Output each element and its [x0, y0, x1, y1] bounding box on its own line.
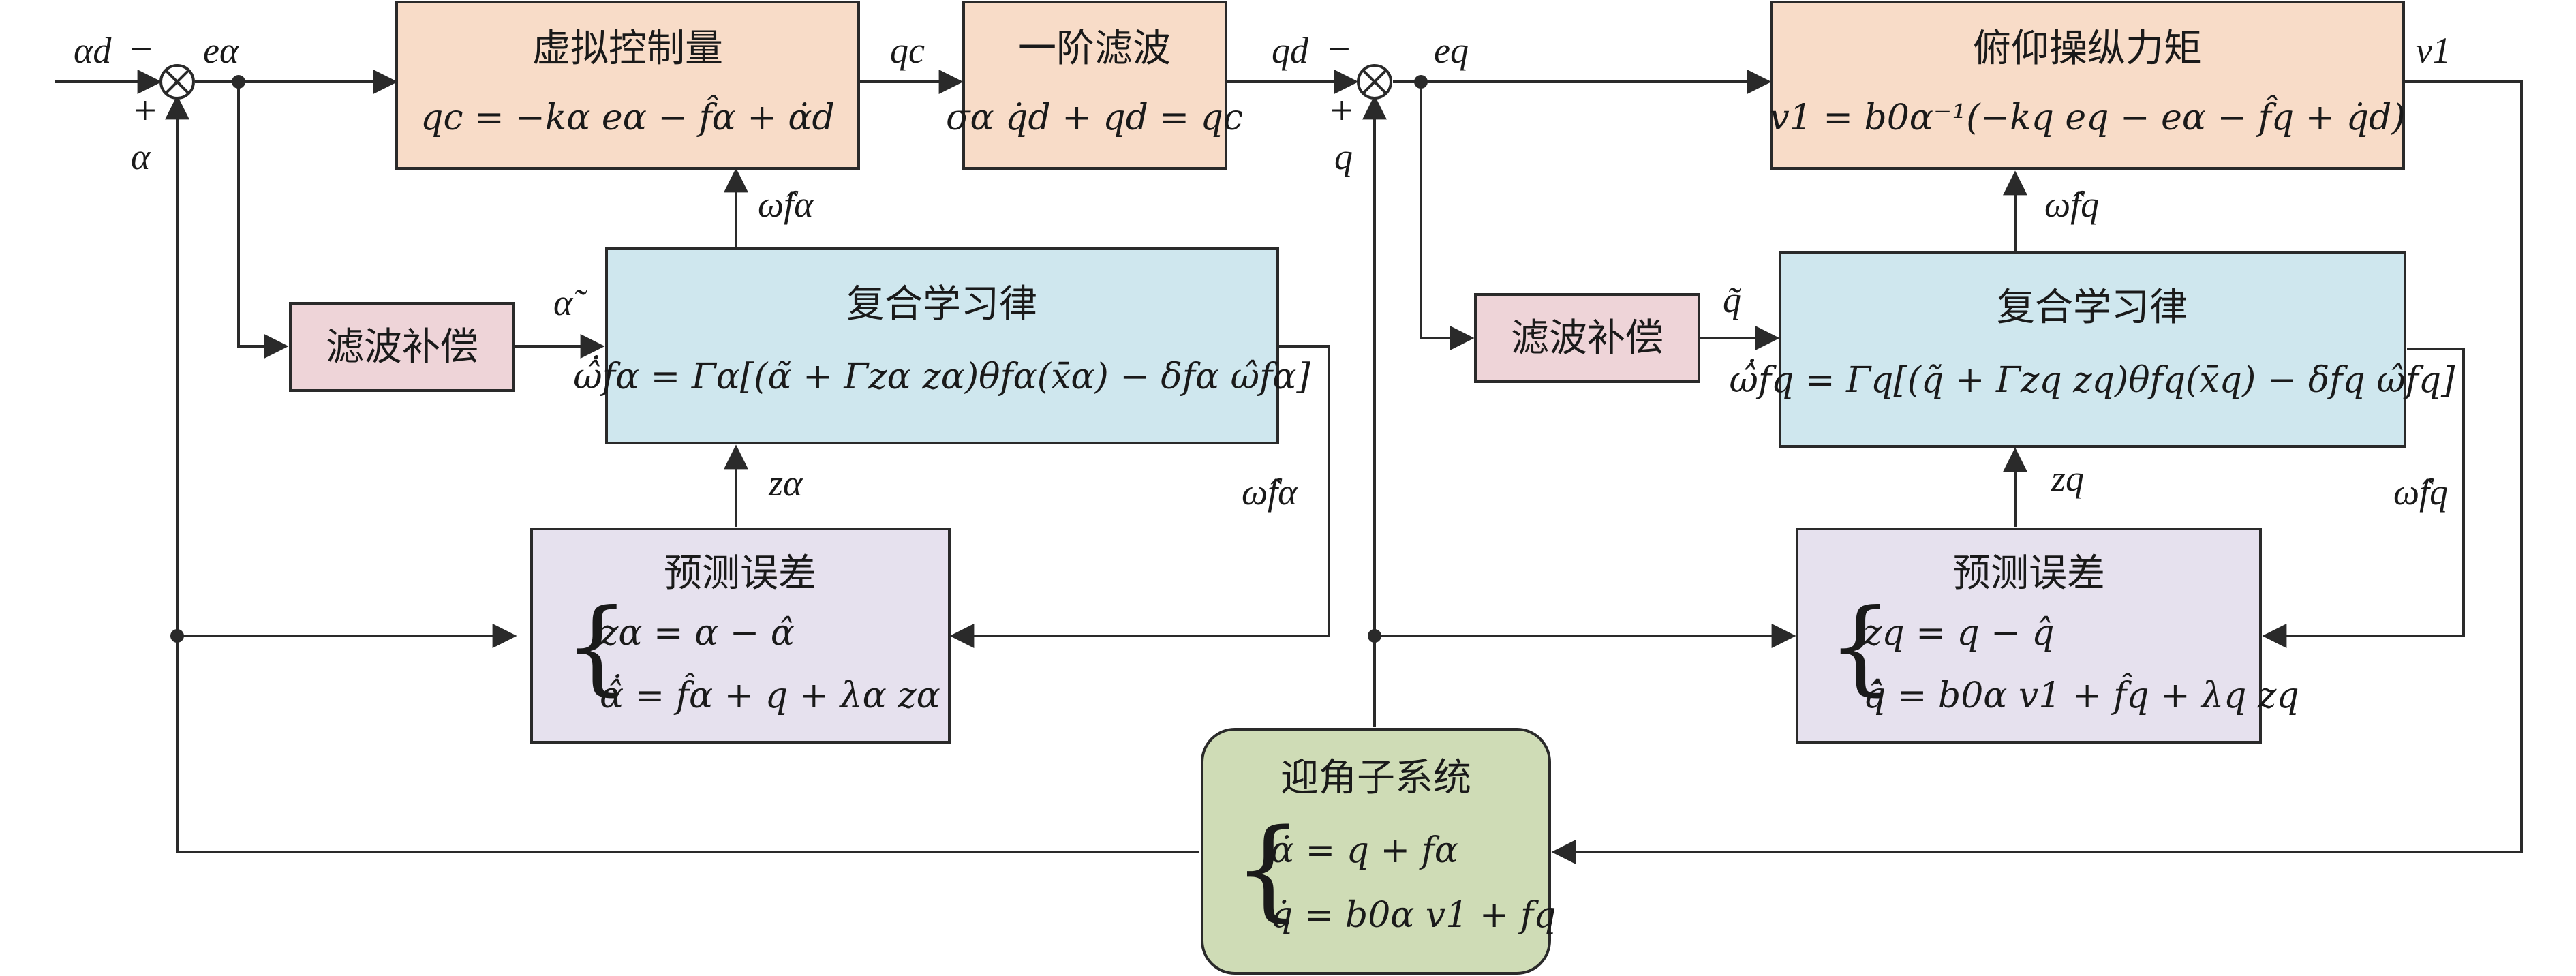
label-z-q: zq [2051, 458, 2084, 499]
summer-2 [1357, 64, 1392, 100]
predict-alpha-brace: { [564, 588, 629, 706]
line-v1 [1551, 80, 2523, 864]
line-omega-fa-loop [949, 345, 1330, 648]
junction-alpha [170, 629, 184, 643]
predict-alpha-title: 预测误差 [664, 551, 816, 596]
predict-alpha-eq1: zα = α − α̂ [599, 613, 795, 654]
predict-q-eq2: q̂̇ = b0α v1 + f̂q + λq zq [1863, 673, 2299, 716]
label-q: q [1334, 136, 1353, 177]
sign-minus-1: − [129, 27, 153, 72]
block-pitch-moment: 俯仰操纵力矩 v1 = b0α⁻¹(−kq eq − eα − f̂q + q̇… [1769, 1, 2406, 170]
block-aoa-subsystem: 迎角子系统 { α̇ = q + fα q̇ = b0α v1 + fq [1201, 728, 1557, 975]
junction-q [1368, 629, 1381, 643]
label-e-q: eq [1434, 30, 1469, 71]
label-z-alpha: zα [768, 463, 803, 504]
block-first-order-filter: 一阶滤波 σα q̇d + qd = qc [946, 1, 1243, 170]
block-learning-law-q: 复合学习律 ω̂̇fq = Γq[(q̃ + Γzq zq)θfq(x̄q) −… [1730, 251, 2456, 448]
predict-q-eq1: zq = q − q̂ [1862, 613, 2055, 654]
line-omega-fq-loop [2262, 348, 2465, 648]
aoa-brace: { [1233, 805, 1303, 932]
learning-alpha-equation: ω̂̇fα = Γα[(α̃ + Γzα zα)θfα(x̄α) − δfα ω… [573, 355, 1310, 397]
pitch-moment-title: 俯仰操纵力矩 [1973, 27, 2202, 71]
line-alpha-feedback [165, 95, 1199, 853]
predict-q-title: 预测误差 [1952, 551, 2105, 596]
learning-alpha-title: 复合学习律 [846, 282, 1037, 326]
first-order-title: 一阶滤波 [1018, 27, 1171, 71]
label-alpha: α [131, 136, 151, 177]
sign-plus-2: + [1330, 88, 1353, 133]
label-omega-fa-top: ω̂fα [758, 184, 814, 225]
junction-e-q [1414, 75, 1428, 89]
label-qc: qc [890, 30, 925, 71]
comp-q-title: 滤波补偿 [1511, 316, 1663, 361]
label-alpha-d: αd [74, 30, 112, 71]
label-e-alpha: eα [203, 30, 240, 71]
line-e-alpha-comp [237, 82, 289, 359]
label-v1: v1 [2416, 30, 2451, 71]
line-e-q-comp [1420, 82, 1475, 350]
sign-plus-1: + [134, 88, 157, 133]
label-omega-fq-top: ω̂fq [2044, 184, 2099, 225]
label-omega-fq-side: ω̂fq [2393, 472, 2448, 513]
aoa-title: 迎角子系统 [1281, 756, 1471, 800]
label-q-tilde: q̃ [1723, 279, 1742, 320]
virtual-control-title: 虚拟控制量 [532, 27, 723, 71]
junctions [170, 75, 1428, 643]
predict-alpha-eq2: α̂̇ = f̂α + q + λα zα [600, 673, 940, 716]
summer-1 [159, 64, 195, 100]
learning-q-equation: ω̂̇fq = Γq[(q̃ + Γzq zq)θfq(x̄q) − δfq ω… [1730, 359, 2456, 401]
connections [55, 70, 2523, 864]
junction-e-alpha [232, 75, 245, 89]
block-prediction-error-alpha: 预测误差 { zα = α − α̂ α̂̇ = f̂α + q + λα zα [530, 528, 951, 744]
label-qd: qd [1272, 30, 1309, 71]
block-filter-comp-alpha: 滤波补偿 [289, 302, 515, 392]
learning-q-title: 复合学习律 [1997, 286, 2188, 330]
block-virtual-control: 虚拟控制量 qc = −kα eα − f̂α + α̇d [395, 1, 860, 170]
aoa-eq1: α̇ = q + fα [1270, 830, 1458, 871]
label-alpha-tilde: α̃ [553, 282, 587, 323]
pitch-moment-equation: v1 = b0α⁻¹(−kq eq − eα − f̂q + q̇d) [1769, 95, 2405, 138]
sign-minus-2: − [1328, 27, 1351, 72]
predict-q-brace: { [1828, 588, 1892, 706]
block-filter-comp-q: 滤波补偿 [1474, 293, 1700, 383]
block-learning-law-alpha: 复合学习律 ω̂̇fα = Γα[(α̃ + Γzα zα)θfα(x̄α) −… [573, 247, 1310, 444]
block-prediction-error-q: 预测误差 { zq = q − q̂ q̂̇ = b0α v1 + f̂q + … [1796, 528, 2299, 744]
label-omega-fa-side: ω̂fα [1242, 472, 1298, 513]
aoa-eq2: q̇ = b0α v1 + fq [1270, 895, 1557, 936]
comp-alpha-title: 滤波补偿 [326, 325, 478, 369]
virtual-control-equation: qc = −kα eα − f̂α + α̇d [420, 95, 835, 138]
first-order-equation: σα q̇d + qd = qc [946, 97, 1243, 138]
